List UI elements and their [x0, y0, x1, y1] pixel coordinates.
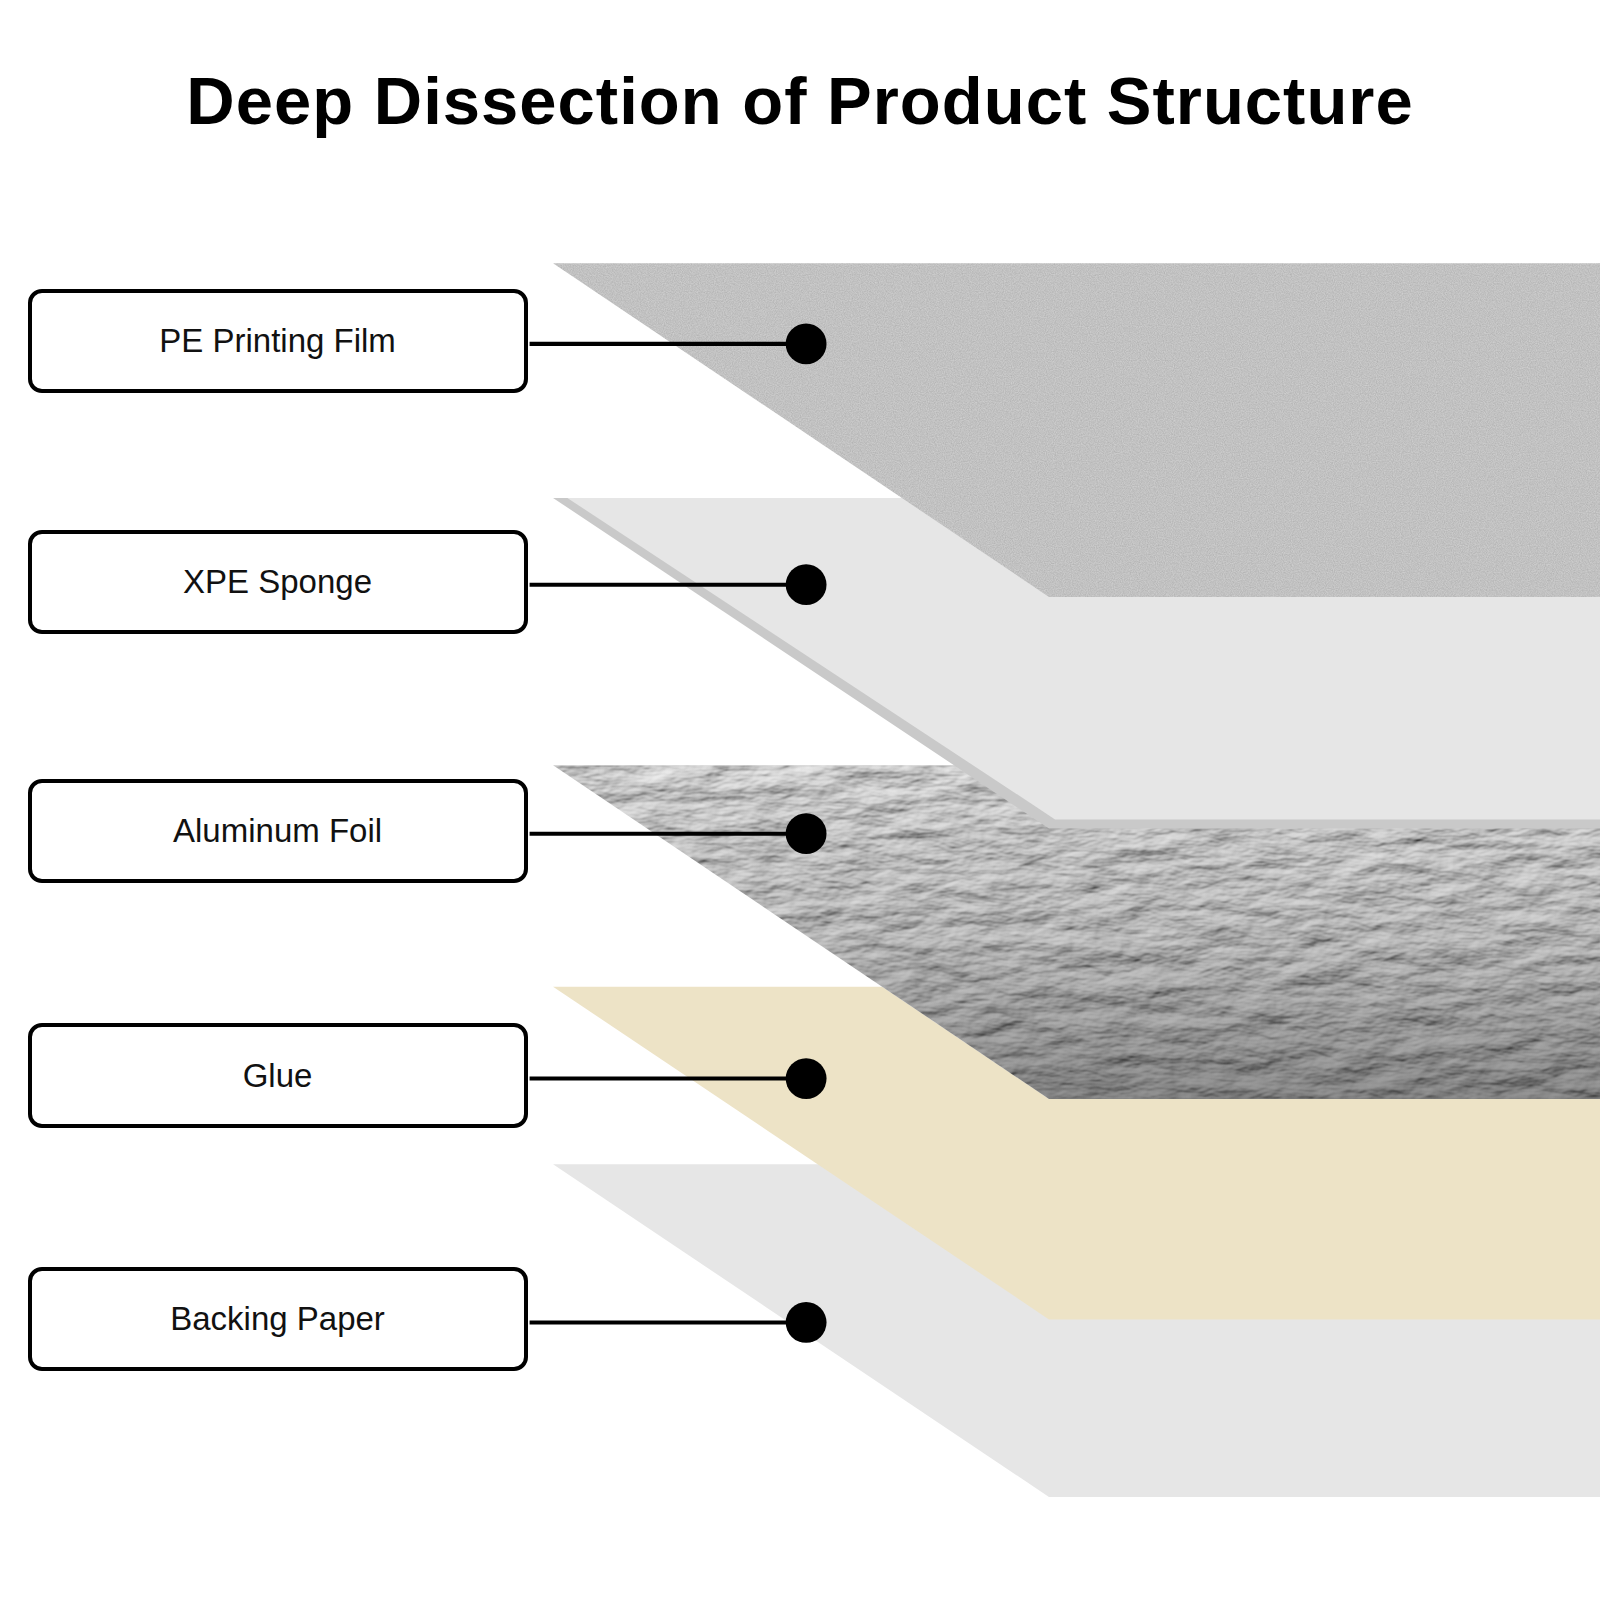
- title: Deep Dissection of Product Structure: [0, 62, 1600, 139]
- label-text: XPE Sponge: [183, 563, 372, 601]
- label-box: XPE Sponge: [28, 530, 528, 634]
- leader-dot: [786, 1302, 827, 1343]
- label-text: Glue: [243, 1057, 313, 1095]
- leader-line: [530, 1320, 807, 1324]
- label-box: PE Printing Film: [28, 289, 528, 393]
- label-text: Backing Paper: [170, 1300, 385, 1338]
- label-text: PE Printing Film: [159, 322, 396, 360]
- label-box: Aluminum Foil: [28, 779, 528, 883]
- leader-dot: [786, 323, 827, 364]
- leader-line: [530, 1077, 807, 1081]
- label-box: Glue: [28, 1023, 528, 1127]
- leader-dot: [786, 1058, 827, 1099]
- leader-line: [530, 832, 807, 836]
- label-box: Backing Paper: [28, 1267, 528, 1371]
- leader-dot: [786, 564, 827, 605]
- leader-line: [530, 342, 807, 346]
- film-layer: [553, 263, 1600, 597]
- label-text: Aluminum Foil: [173, 812, 382, 850]
- leader-dot: [786, 813, 827, 854]
- leader-line: [530, 583, 807, 587]
